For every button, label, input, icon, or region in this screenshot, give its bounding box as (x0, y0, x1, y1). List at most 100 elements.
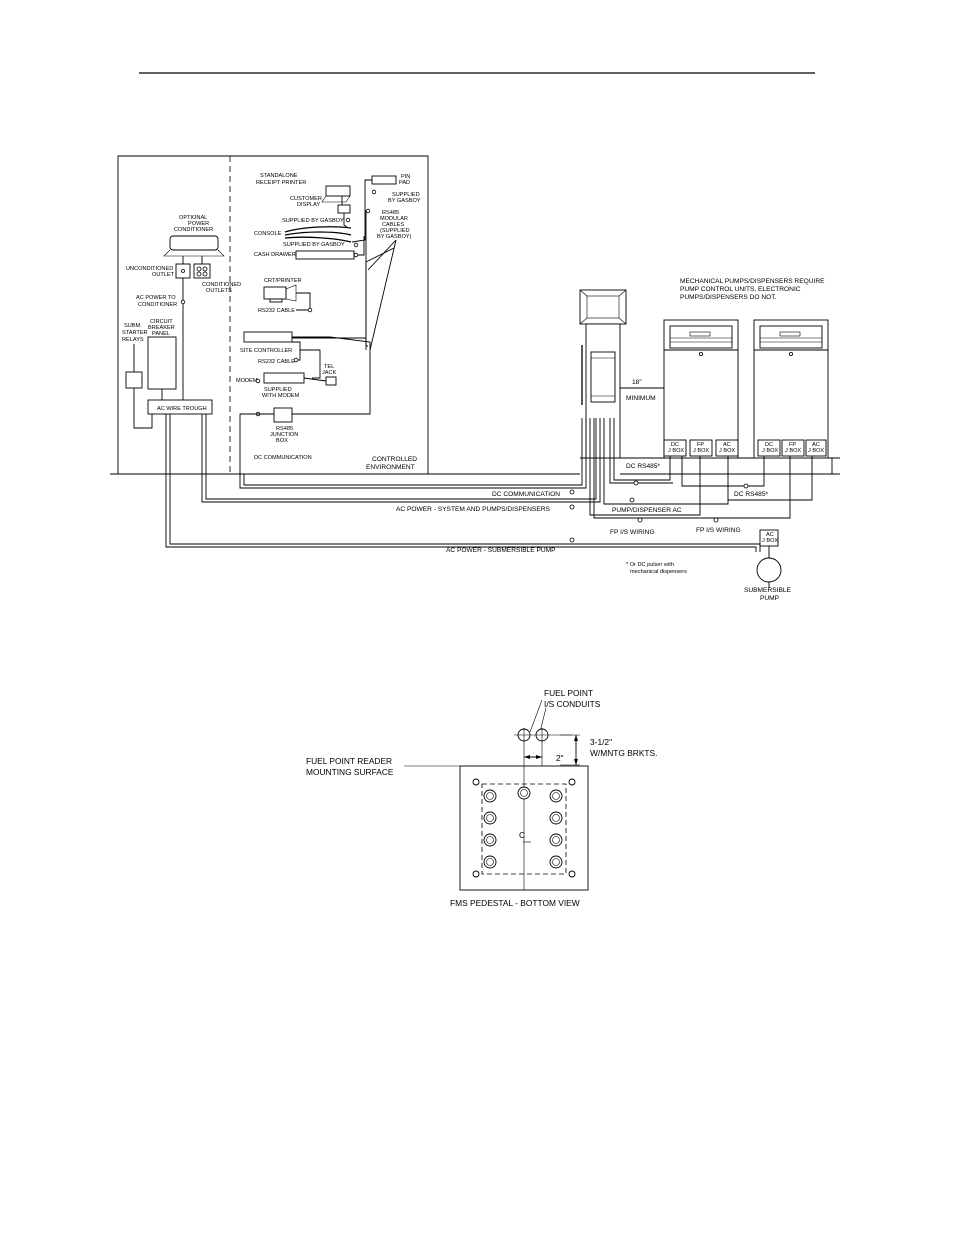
relays-label: SUBM. (124, 323, 142, 329)
pedestal-head-inner (586, 295, 620, 319)
outlet-hole (202, 271, 208, 277)
ac-power-submersible-conduit (169, 414, 761, 552)
pinpad-cable (351, 179, 372, 243)
ac-power-submersible-label: AC POWER - SUBMERSIBLE PUMP (446, 547, 556, 554)
tel-jack-label: TEL (324, 364, 334, 370)
jbox-dc-label: DC (671, 442, 679, 448)
dispenser-1-display (669, 325, 733, 349)
ac-power-cond-label2: CONDITIONER (138, 302, 177, 308)
breaker-label2: BREAKER (148, 325, 175, 331)
pump-dispenser-ac-conduit (603, 418, 729, 505)
console-label: CONSOLE (254, 231, 282, 237)
pin-pad (371, 175, 397, 185)
dispenser-2-fp-jbox (781, 439, 805, 457)
modem-label: MODEM (236, 378, 258, 384)
min18-label: 18" (632, 379, 642, 386)
rs485-junction-box (273, 407, 293, 423)
rs485-trunk-2 (292, 336, 371, 415)
junction-label: RS485 (276, 426, 293, 432)
cond-outlets-label2: OUTLETS (206, 288, 232, 294)
min18-label2: MINIMUM (626, 395, 656, 402)
customer-display (337, 204, 351, 214)
controlled-env-label: CONTROLLED (372, 456, 417, 463)
conditioned-outlets (193, 263, 211, 279)
customer-display-label: CUSTOMER (290, 196, 322, 202)
uncond-outlet-label2: OUTLET (152, 272, 175, 278)
node (365, 208, 371, 214)
dc-rs485-label-2: DC RS485* (734, 491, 769, 498)
pedestal-title: FMS PEDESTAL - BOTTOM VIEW (450, 898, 580, 908)
crt-cable (296, 292, 311, 311)
site-controller (243, 331, 293, 343)
dispenser-2: DC J BOX FP J BOX AC J BOX (753, 319, 829, 459)
jbox-fp-label2-b: J BOX (785, 448, 801, 454)
pin-pad-label: PIN (401, 174, 410, 180)
outlet-hole (196, 266, 202, 272)
cond-outlets-label: CONDITIONED (202, 282, 241, 288)
node (371, 189, 377, 195)
standalone-printer-line2: RECEIPT PRINTER (256, 180, 306, 186)
fp-is-wiring-label-1: FP I/S WIRING (610, 529, 655, 536)
pedestal-head (579, 289, 627, 325)
ac-power-system-label: AC POWER - SYSTEM AND PUMPS/DISPENSERS (396, 506, 550, 513)
footnote-line1: * Or DC pulser with (626, 562, 674, 568)
mechanical-note-3: PUMPS/DISPENSERS DO NOT. (680, 294, 777, 301)
dc-comm-small-label: DC COMMUNICATION (254, 455, 312, 461)
outlet-hole (181, 269, 185, 273)
outlet-hole (196, 271, 202, 277)
rs485-leader-2 (369, 239, 397, 351)
crt-monitor (263, 286, 287, 300)
mounting-hole (568, 778, 576, 786)
dispenser-1-fp-jbox (689, 439, 713, 457)
mechanical-note-2: PUMP CONTROL UNITS, ELECTRONIC (680, 286, 801, 293)
submersible-pump (756, 557, 782, 583)
controlled-env-label2: ENVIRONMENT (366, 464, 415, 471)
dc-communication-label: DC COMMUNICATION (492, 491, 560, 498)
fms-pedestal (579, 289, 627, 459)
jbox-ac-label: AC (723, 442, 731, 448)
breaker-label3: PANEL (152, 331, 170, 337)
starter-relay (125, 371, 143, 389)
dispenser-2-dc-jbox (757, 439, 781, 457)
controller-rs232-cable (292, 341, 301, 361)
node (353, 242, 359, 248)
breaker-label: CIRCUIT (150, 319, 173, 325)
outlet-hole (202, 266, 208, 272)
node (345, 217, 351, 223)
jbox-dc-label-b: DC (765, 442, 773, 448)
ac-wire-trough (147, 399, 213, 415)
reader-surface-label: FUEL POINT READER (306, 756, 392, 766)
ac-jbox-label: AC (766, 532, 774, 538)
dim-3-half-label2: W/MNTG BRKTS. (590, 748, 657, 758)
dim-2-label: 2" (556, 753, 564, 763)
fp-is-wiring-label-2: FP I/S WIRING (696, 527, 741, 534)
receipt-printer (325, 185, 351, 197)
supplied-right-label2: BY GASBOY (388, 198, 421, 204)
dc-communication-conduit (239, 418, 587, 489)
jbox-fp-label-b: FP (789, 442, 796, 448)
crt-printer-label: CRT/PRINTER (264, 278, 302, 284)
dispenser-1: DC J BOX FP J BOX AC J BOX (663, 319, 739, 459)
rs485-modular-l5: BY GASBOY) (377, 234, 412, 240)
conditioner-label-3: CONDITIONER (174, 227, 213, 233)
jbox-dc-label2-b: J BOX (762, 448, 778, 454)
dc-rs485-conduit-1 (613, 418, 671, 481)
node (293, 357, 299, 363)
node (353, 252, 359, 258)
conduits-label-2: I/S CONDUITS (544, 699, 601, 709)
supplied-right-label: SUPPLIED (392, 192, 420, 198)
rs485-leader-1 (367, 239, 397, 271)
uncond-outlet-label: UNCONDITIONED (126, 266, 173, 272)
modem-tel-cable (303, 377, 327, 382)
standalone-printer-label: STANDALONE (260, 173, 298, 179)
mounting-hole (568, 870, 576, 878)
pedestal-bottom-view: FUEL POINT I/S CONDUITS 3-1/2" W/MNTG BR… (306, 688, 657, 908)
dispenser-2-display (759, 325, 823, 349)
cash-drawer-label: CASH DRAWER (254, 252, 296, 258)
footnote-line2: mechanical dispensers (630, 569, 687, 575)
rs232-label-1: RS232 CABLE (258, 308, 295, 314)
rs485-modular-l4: (SUPPLIED (380, 228, 410, 234)
conditioner-label-1: OPTIONAL (179, 215, 207, 221)
rs485-modular-l1: RS485 (382, 210, 399, 216)
site-controller-label: SITE CONTROLLER (240, 348, 292, 354)
